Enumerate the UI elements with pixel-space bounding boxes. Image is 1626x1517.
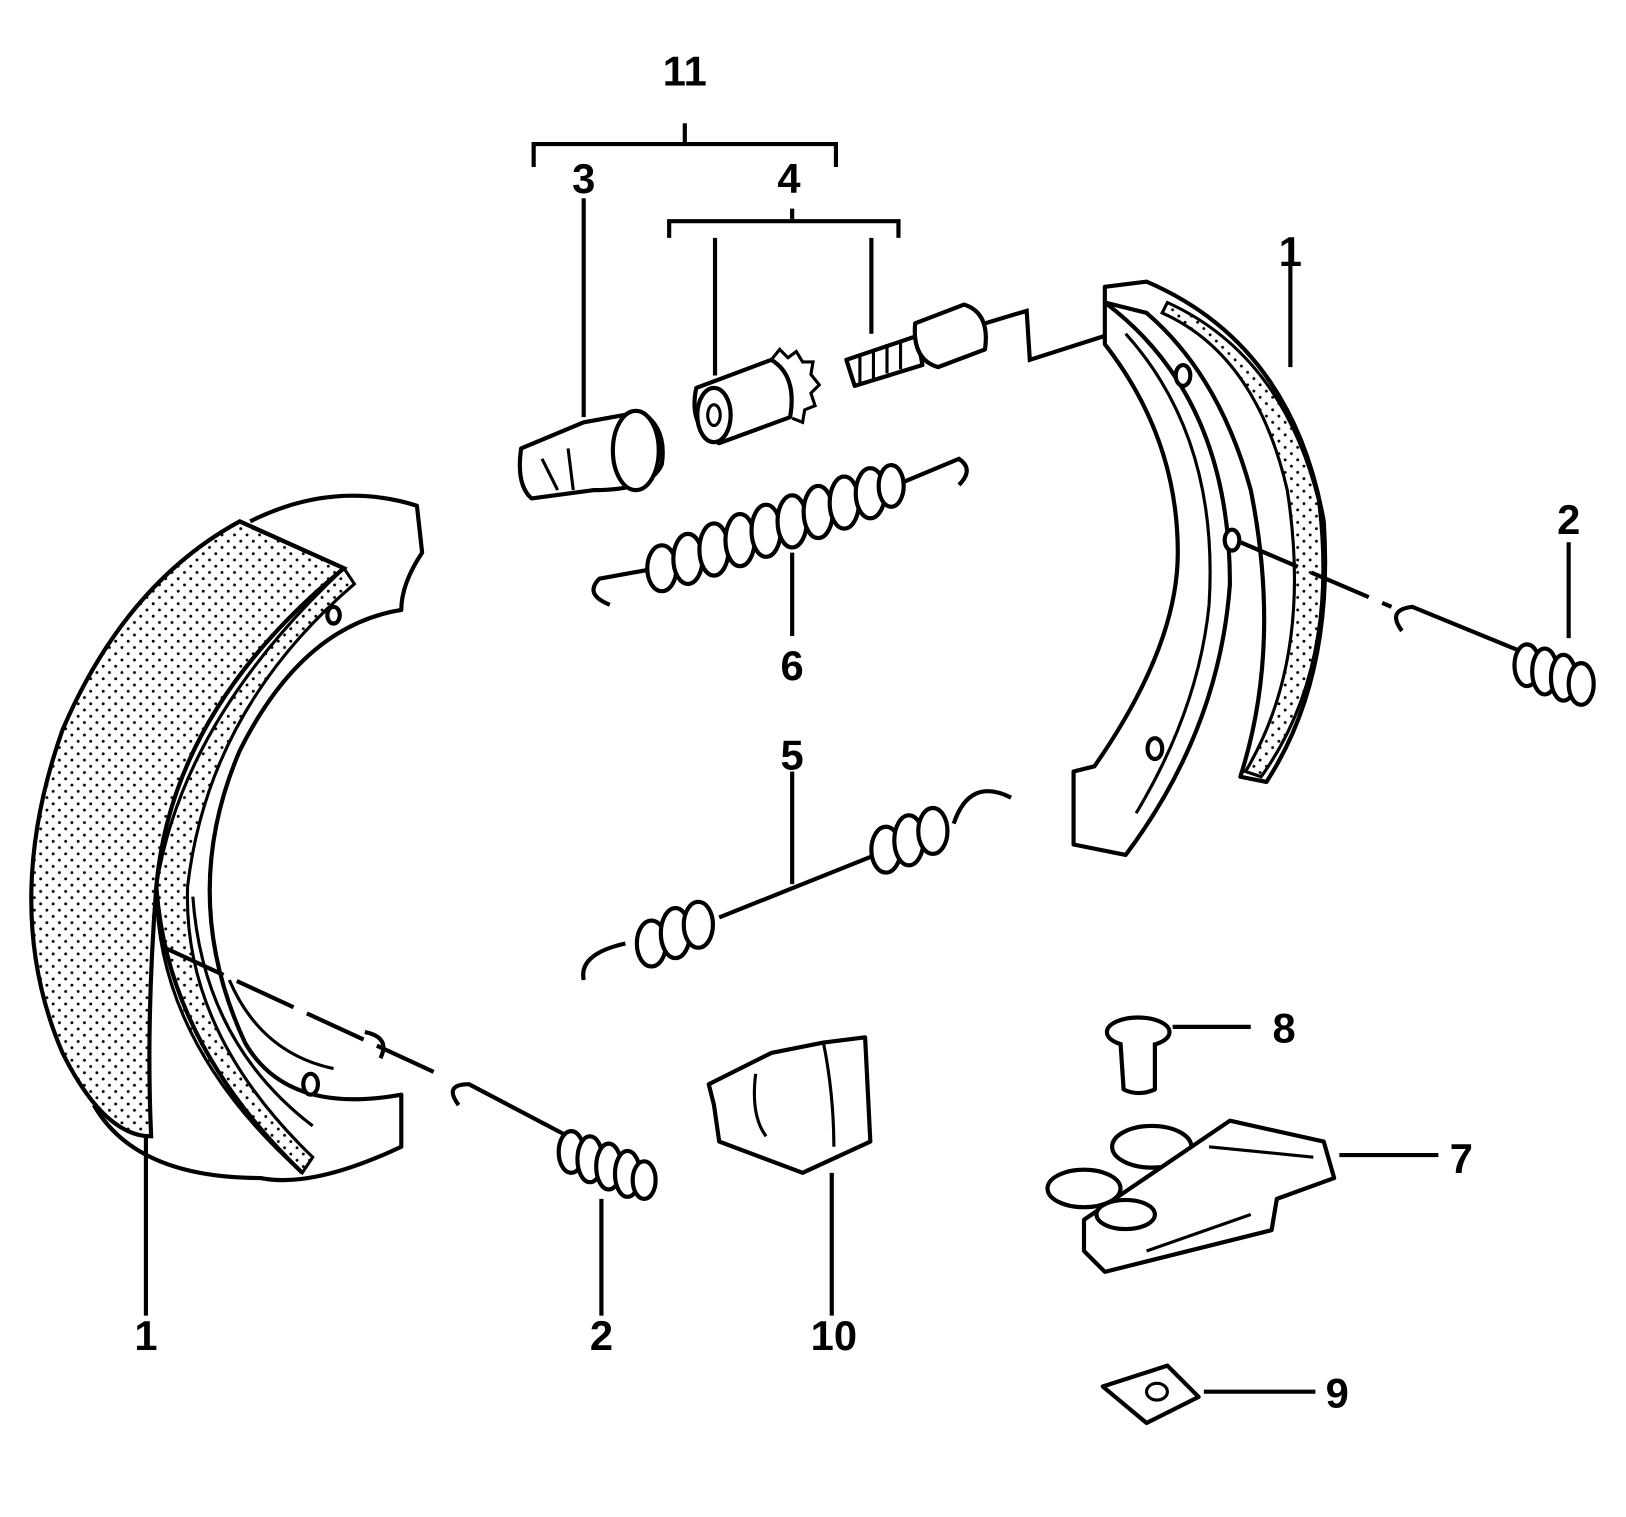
callout-11: 11: [663, 48, 707, 95]
callout-2-right: 2: [1557, 496, 1580, 543]
adjuster-screw-part-4: [692, 237, 1106, 446]
callout-9: 9: [1326, 1369, 1349, 1416]
callout-6: 6: [781, 642, 804, 689]
callout-1-left: 1: [134, 1312, 157, 1359]
adjuster-sleeve-part-3: [517, 198, 665, 501]
hold-down-spring-right-part-2: [1239, 540, 1596, 707]
callout-5: 5: [781, 731, 804, 778]
callout-1-right: 1: [1279, 228, 1302, 275]
callout-8: 8: [1273, 1005, 1296, 1052]
spring-part-5: [581, 771, 1012, 981]
pin-part-8: [1104, 1015, 1251, 1096]
callout-3: 3: [572, 155, 595, 202]
lever-part-7: [1045, 1118, 1439, 1274]
nut-part-9: [1100, 1363, 1316, 1426]
brake-shoe-left-part-1: [29, 493, 425, 1316]
callout-2-bottom: 2: [590, 1312, 613, 1359]
return-spring-part-6: [591, 456, 969, 637]
hold-down-spring-bottom-part-2: [165, 946, 658, 1316]
callout-10: 10: [811, 1312, 857, 1359]
callout-4: 4: [777, 155, 800, 202]
clip-part-10: [706, 1035, 873, 1316]
brake-shoe-right-part-1: [1071, 237, 1328, 857]
callout-7: 7: [1450, 1135, 1473, 1182]
assembly-11-bracket: [531, 123, 901, 238]
